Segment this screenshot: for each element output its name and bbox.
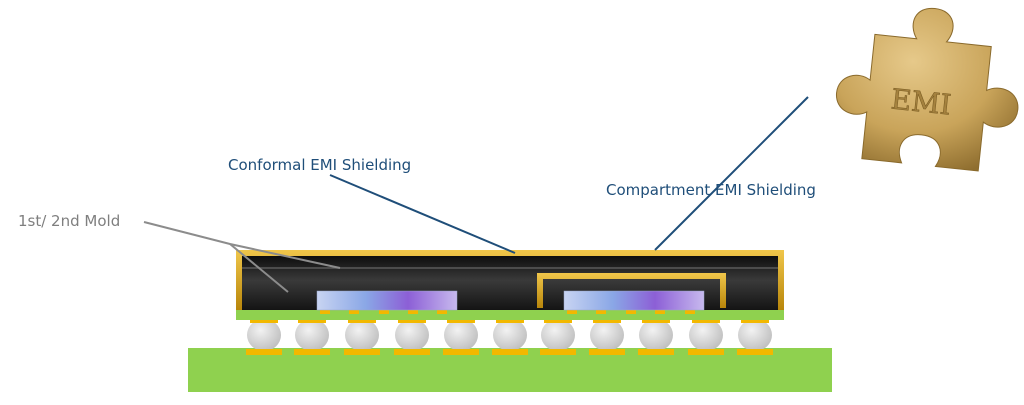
solder-ball bbox=[395, 319, 429, 351]
substrate-pads bbox=[320, 308, 695, 314]
substrate-ball-pad bbox=[593, 318, 621, 323]
solder-ball bbox=[689, 319, 723, 351]
solder-ball bbox=[493, 319, 527, 351]
pcb-pad bbox=[443, 349, 479, 355]
compartment-shield bbox=[537, 273, 726, 308]
die-bump bbox=[320, 308, 330, 314]
pcb-pad bbox=[294, 349, 330, 355]
solder-ball bbox=[639, 319, 673, 351]
conformal-leader-line bbox=[329, 174, 516, 254]
compartment-shielding-label: Compartment EMI Shielding bbox=[606, 181, 816, 199]
substrate-ball-pad bbox=[642, 318, 670, 323]
die-bump bbox=[685, 308, 695, 314]
die-right bbox=[563, 290, 705, 311]
die-left bbox=[316, 290, 458, 311]
solder-ball bbox=[541, 319, 575, 351]
die-bump bbox=[655, 308, 665, 314]
mold-leader-line-2 bbox=[229, 243, 289, 293]
substrate-ball-pad bbox=[496, 318, 524, 323]
die-bump bbox=[437, 308, 447, 314]
substrate-ball-pad bbox=[348, 318, 376, 323]
pcb-board bbox=[188, 348, 832, 392]
solder-ball bbox=[590, 319, 624, 351]
package-substrate bbox=[236, 310, 784, 320]
die-bump bbox=[596, 308, 606, 314]
compartment-leader-line bbox=[654, 96, 809, 251]
pcb-pad bbox=[638, 349, 674, 355]
solder-ball bbox=[738, 319, 772, 351]
substrate-ball-pad bbox=[250, 318, 278, 323]
die-bump bbox=[626, 308, 636, 314]
pcb-pad bbox=[246, 349, 282, 355]
puzzle-label: EMI bbox=[889, 83, 952, 122]
pcb-pad bbox=[540, 349, 576, 355]
die-bump bbox=[349, 308, 359, 314]
emi-puzzle-piece-icon: EMI bbox=[836, 8, 1019, 172]
die-bump bbox=[567, 308, 577, 314]
mold-label: 1st/ 2nd Mold bbox=[18, 212, 121, 230]
die-bump bbox=[408, 308, 418, 314]
pcb-pad bbox=[688, 349, 724, 355]
pcb-pad bbox=[737, 349, 773, 355]
substrate-ball-pad bbox=[692, 318, 720, 323]
die-bump bbox=[379, 308, 389, 314]
pcb-pad bbox=[589, 349, 625, 355]
conformal-shielding-label: Conformal EMI Shielding bbox=[228, 156, 412, 174]
solder-ball bbox=[345, 319, 379, 351]
substrate-ball-pad bbox=[398, 318, 426, 323]
substrate-ball-pad bbox=[544, 318, 572, 323]
pcb-pad bbox=[394, 349, 430, 355]
solder-ball-array bbox=[246, 318, 773, 355]
substrate-ball-pad bbox=[298, 318, 326, 323]
substrate-ball-pad bbox=[447, 318, 475, 323]
pcb-pad bbox=[492, 349, 528, 355]
solder-ball bbox=[247, 319, 281, 351]
pcb-pad bbox=[344, 349, 380, 355]
substrate-ball-pad bbox=[741, 318, 769, 323]
solder-ball bbox=[444, 319, 478, 351]
solder-ball bbox=[295, 319, 329, 351]
